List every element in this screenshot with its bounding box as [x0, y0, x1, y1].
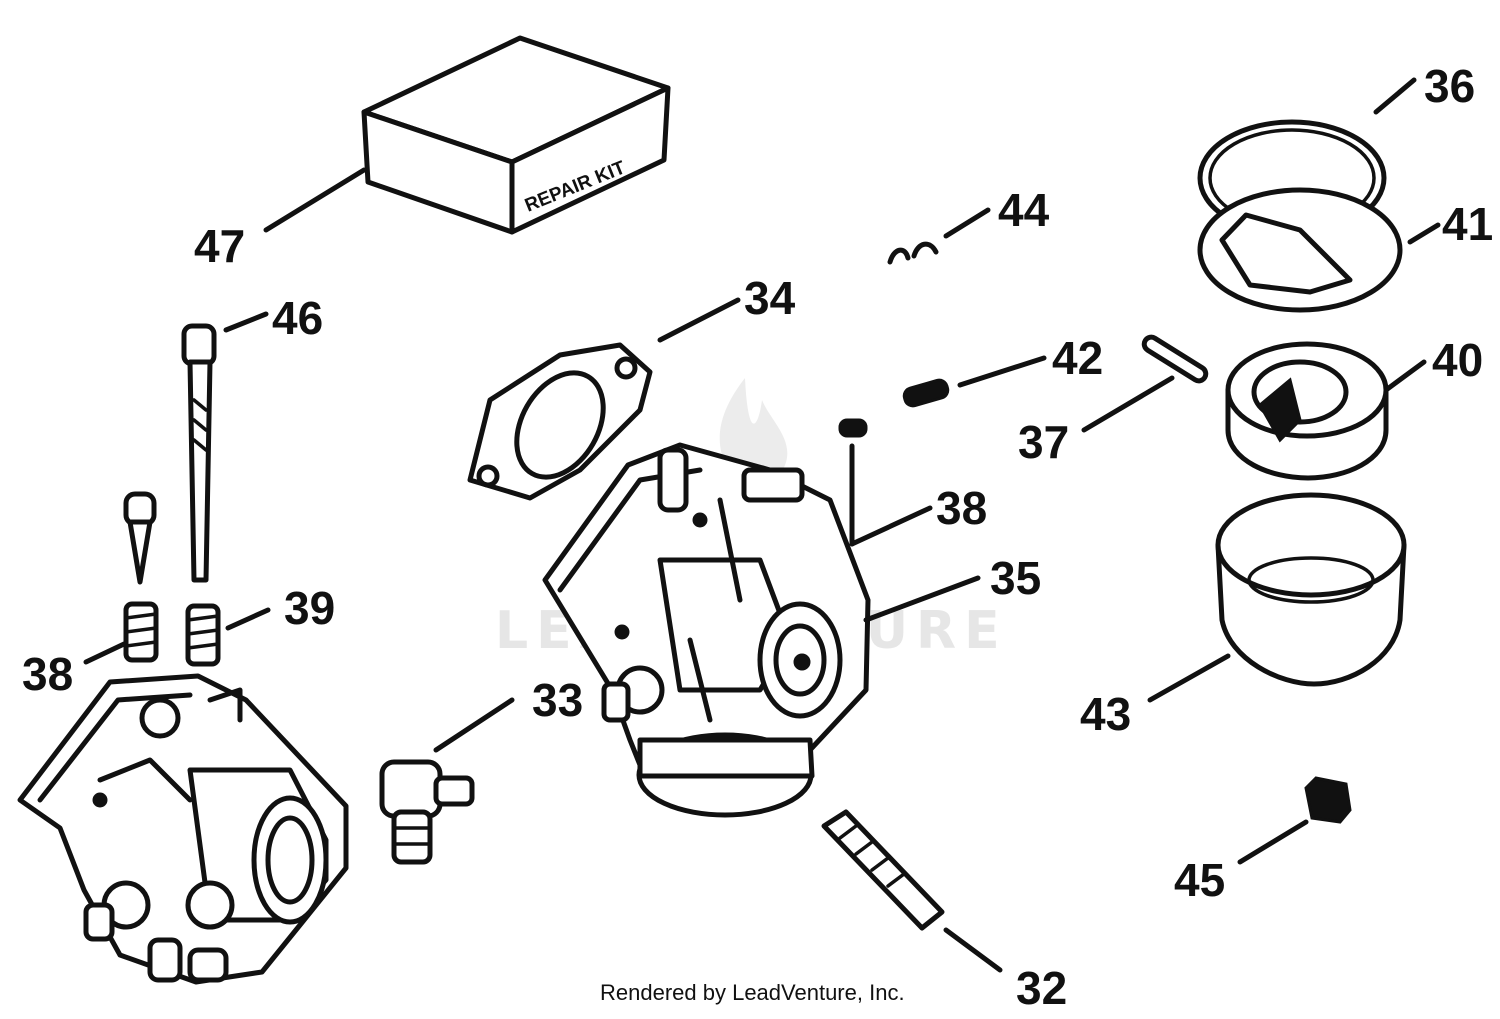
spring-39	[185, 603, 221, 667]
callout-45: 45	[1174, 854, 1225, 906]
mixture-screw	[123, 491, 157, 585]
callout-42: 42	[1052, 332, 1103, 384]
carburetor-body-center	[542, 442, 871, 818]
callout-38-left: 38	[22, 648, 73, 700]
callout-35: 35	[990, 552, 1041, 604]
callout-33: 33	[532, 674, 583, 726]
callout-41: 41	[1442, 198, 1493, 250]
mounting-stud	[821, 809, 945, 931]
mounting-gasket	[467, 342, 653, 501]
repair-kit-box: REPAIR KIT	[361, 35, 671, 235]
spring-38-left	[123, 601, 159, 663]
callout-38-center: 38	[936, 482, 987, 534]
leader-lines	[83, 77, 1441, 973]
needle-screw	[181, 323, 217, 583]
callout-36: 36	[1424, 60, 1475, 112]
callout-37: 37	[1018, 416, 1069, 468]
bowl-nut	[1304, 776, 1352, 824]
float	[1225, 341, 1389, 481]
callout-47: 47	[194, 220, 245, 272]
callout-43: 43	[1080, 688, 1131, 740]
callout-46: 46	[272, 292, 323, 344]
float-bowl	[1215, 492, 1407, 687]
callout-34: 34	[744, 272, 796, 324]
float-pins	[838, 378, 950, 438]
fuel-elbow-fitting	[379, 759, 475, 865]
callout-40: 40	[1432, 334, 1483, 386]
render-credit: Rendered by LeadVenture, Inc.	[600, 980, 905, 1005]
bowl-gasket	[1197, 187, 1403, 313]
float-hinge-pin	[1141, 334, 1209, 384]
carburetor-body-left	[17, 673, 349, 985]
callout-44: 44	[998, 184, 1050, 236]
callout-39: 39	[284, 582, 335, 634]
callout-32: 32	[1016, 962, 1067, 1014]
clip	[887, 241, 939, 265]
callouts: 47 46 39 38 33 34 35 38 42 44 37 40 36 4…	[22, 60, 1493, 1014]
